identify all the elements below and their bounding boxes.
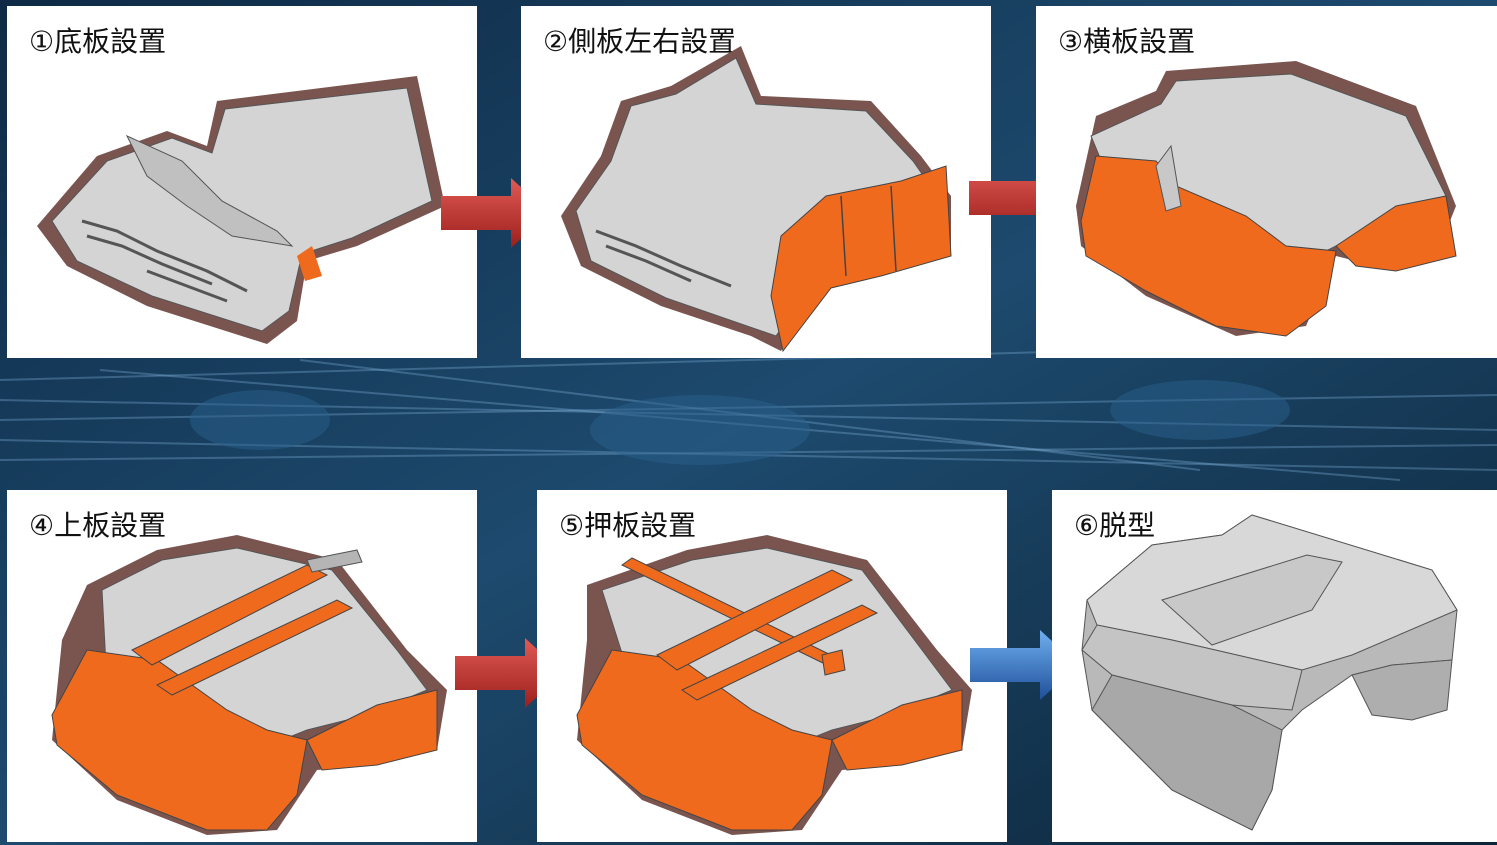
arrow-right-icon — [455, 638, 563, 708]
step-3-label: ③横板設置 — [1058, 25, 1196, 58]
demolded-block-illustration — [1081, 514, 1458, 831]
step-2-panel: ②側板左右設置 — [521, 6, 991, 358]
step-2-label: ②側板左右設置 — [543, 25, 737, 58]
step-6-label: ⑥脱型 — [1074, 509, 1156, 542]
step-3-panel: ③横板設置 — [1036, 6, 1497, 358]
top-plate-illustration — [51, 535, 447, 835]
step-4-label: ④上板設置 — [29, 509, 167, 542]
step-1-label: ①底板設置 — [29, 25, 167, 58]
arrow-right-icon — [970, 630, 1078, 700]
cross-plates-illustration — [1076, 61, 1457, 337]
step-1-panel: ①底板設置 — [7, 6, 477, 358]
step-5-panel: ⑤押板設置 — [537, 490, 1007, 842]
step-5-label: ⑤押板設置 — [559, 509, 697, 542]
step-6-panel: ⑥脱型 — [1052, 490, 1497, 842]
press-plate-illustration — [576, 535, 972, 835]
step-4-panel: ④上板設置 — [7, 490, 477, 842]
side-plates-illustration — [561, 46, 952, 353]
bottom-plate-illustration — [37, 76, 445, 344]
